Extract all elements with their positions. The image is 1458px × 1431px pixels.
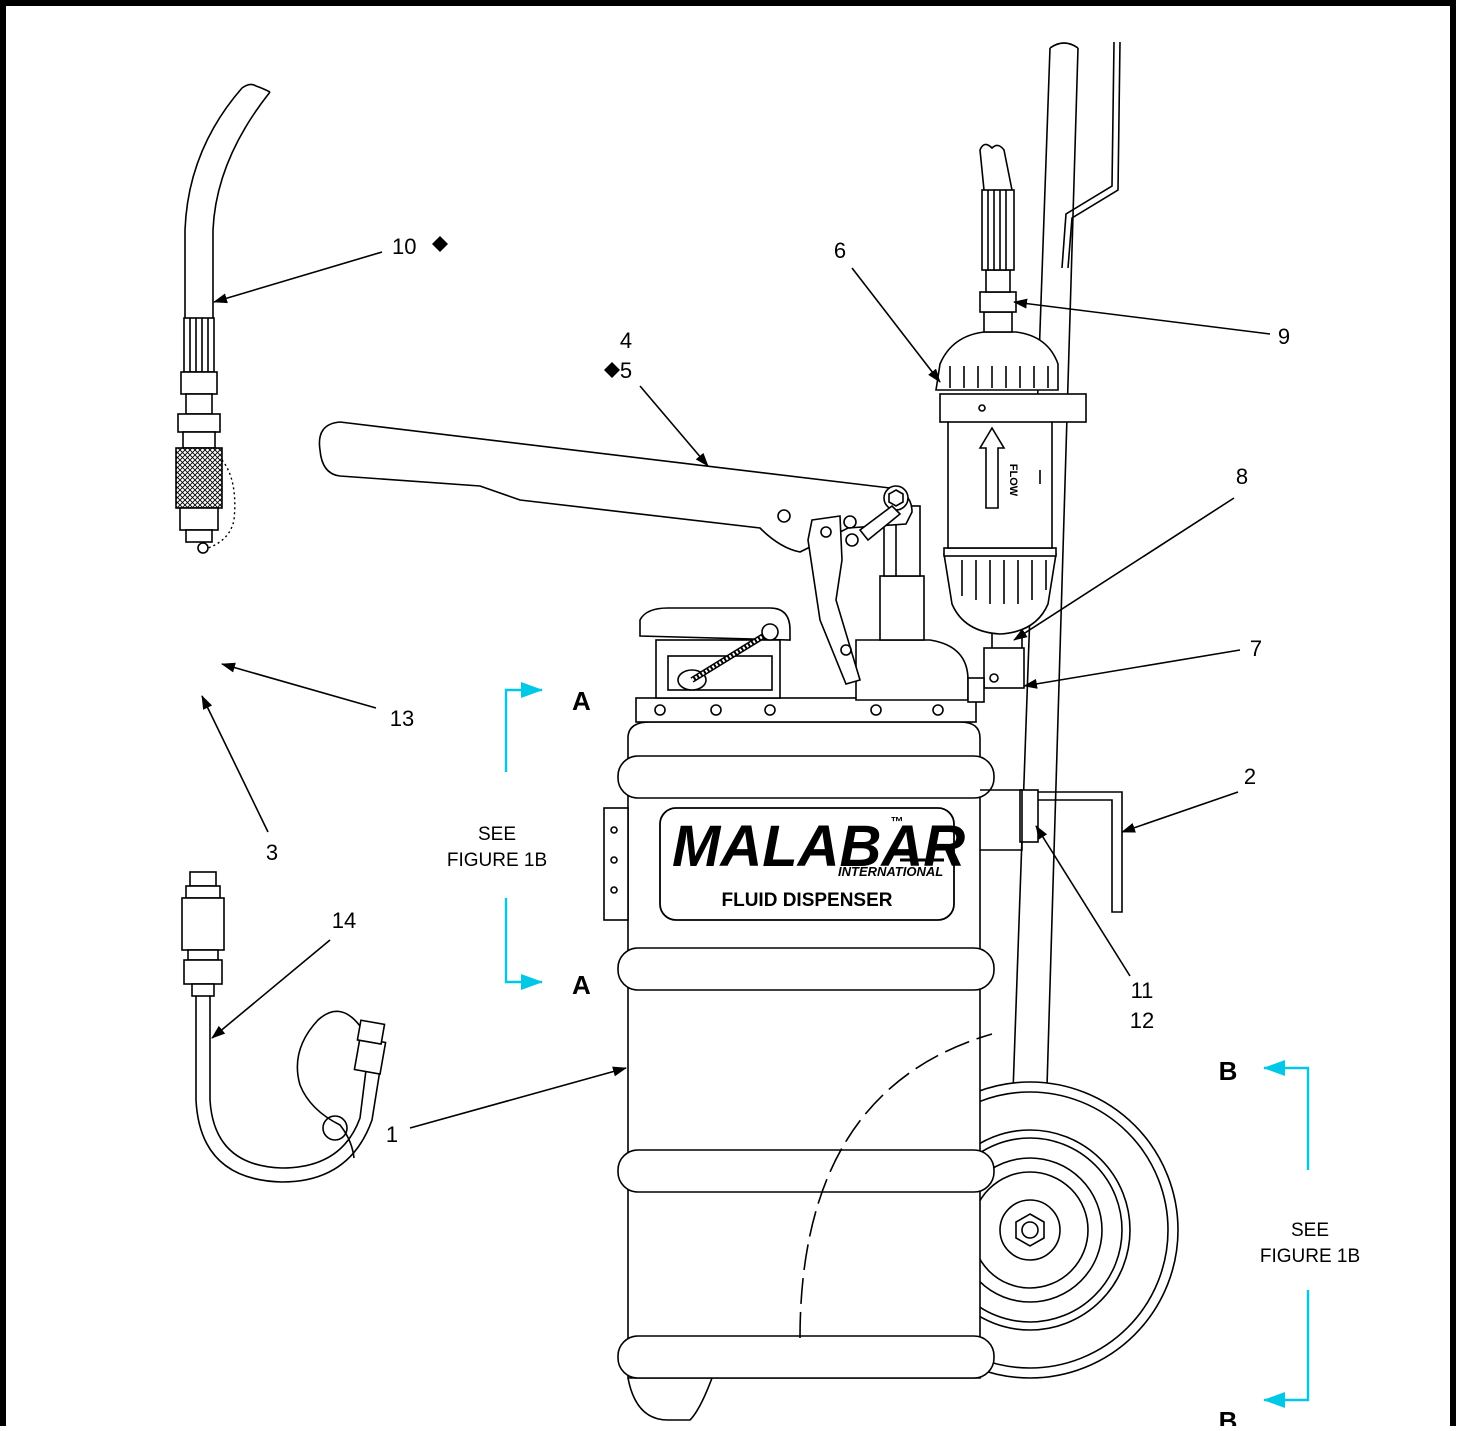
callouts: 10 4 5 6 9 8 7 2 11 12 13 3 14: [201, 234, 1290, 1147]
callout-7: 7: [1250, 636, 1262, 661]
bracket-clamp: [1019, 789, 1039, 843]
leader-8: [1013, 497, 1235, 641]
leader-3: [201, 695, 269, 833]
callout-11: 11: [1131, 978, 1154, 1003]
pump-handle: [318, 421, 913, 685]
see-figure-a-line2: FIGURE 1B: [447, 850, 547, 871]
brand-logo-sub: INTERNATIONAL: [838, 864, 943, 879]
see-figure-a-line1: SEE: [478, 824, 516, 845]
leader-4-5: [639, 385, 709, 467]
leader-10: [213, 251, 383, 304]
see-figure-b-line1: SEE: [1291, 1220, 1329, 1241]
callout-8: 8: [1236, 464, 1248, 489]
callout-14: 14: [332, 908, 356, 933]
cart-frame: [1011, 41, 1123, 1121]
diamond-icon: [604, 362, 620, 378]
section-marker-a: A A SEE FIGURE 1B: [447, 682, 591, 1000]
leader-13: [221, 662, 377, 709]
callout-9: 9: [1278, 324, 1290, 349]
filter-assembly: FLOW: [935, 143, 1087, 703]
wand-hose-assembly: [175, 83, 271, 554]
leader-9: [1013, 298, 1271, 335]
callout-10: 10: [392, 234, 416, 259]
leader-7: [1023, 649, 1241, 689]
callout-12: 12: [1130, 1008, 1154, 1033]
filter-flow-label: FLOW: [1007, 464, 1019, 497]
brand-logo: MALABAR: [672, 814, 965, 879]
callout-1: 1: [386, 1122, 398, 1147]
callout-13: 13: [390, 706, 414, 731]
brand-logo-tm: ™: [890, 814, 903, 829]
section-label-b-bottom: B: [1219, 1406, 1238, 1426]
section-label-a-bottom: A: [572, 970, 591, 1000]
logo-plate: MALABAR ™ INTERNATIONAL FLUID DISPENSER: [659, 807, 965, 921]
section-label-b-top: B: [1219, 1056, 1238, 1086]
quick-coupler-knurl: [175, 447, 223, 509]
leader-11-12: [1035, 825, 1131, 977]
leader-1: [409, 1066, 627, 1129]
leader-14: [211, 939, 331, 1039]
callout-2: 2: [1244, 764, 1256, 789]
leader-2: [1121, 791, 1239, 833]
callout-3: 3: [266, 840, 278, 865]
pump-assembly: [635, 505, 977, 723]
callout-4: 4: [620, 328, 632, 353]
diamond-icon: [432, 236, 448, 252]
see-figure-b-line2: FIGURE 1B: [1260, 1246, 1360, 1267]
extension-hose-assembly: [181, 871, 387, 1183]
leader-6: [851, 267, 941, 383]
section-label-a-top: A: [572, 686, 591, 716]
callout-5: 5: [620, 358, 632, 383]
product-plate-text: FLUID DISPENSER: [721, 890, 892, 911]
section-marker-b: B B SEE FIGURE 1B: [1219, 1056, 1361, 1431]
callout-6: 6: [834, 238, 846, 263]
